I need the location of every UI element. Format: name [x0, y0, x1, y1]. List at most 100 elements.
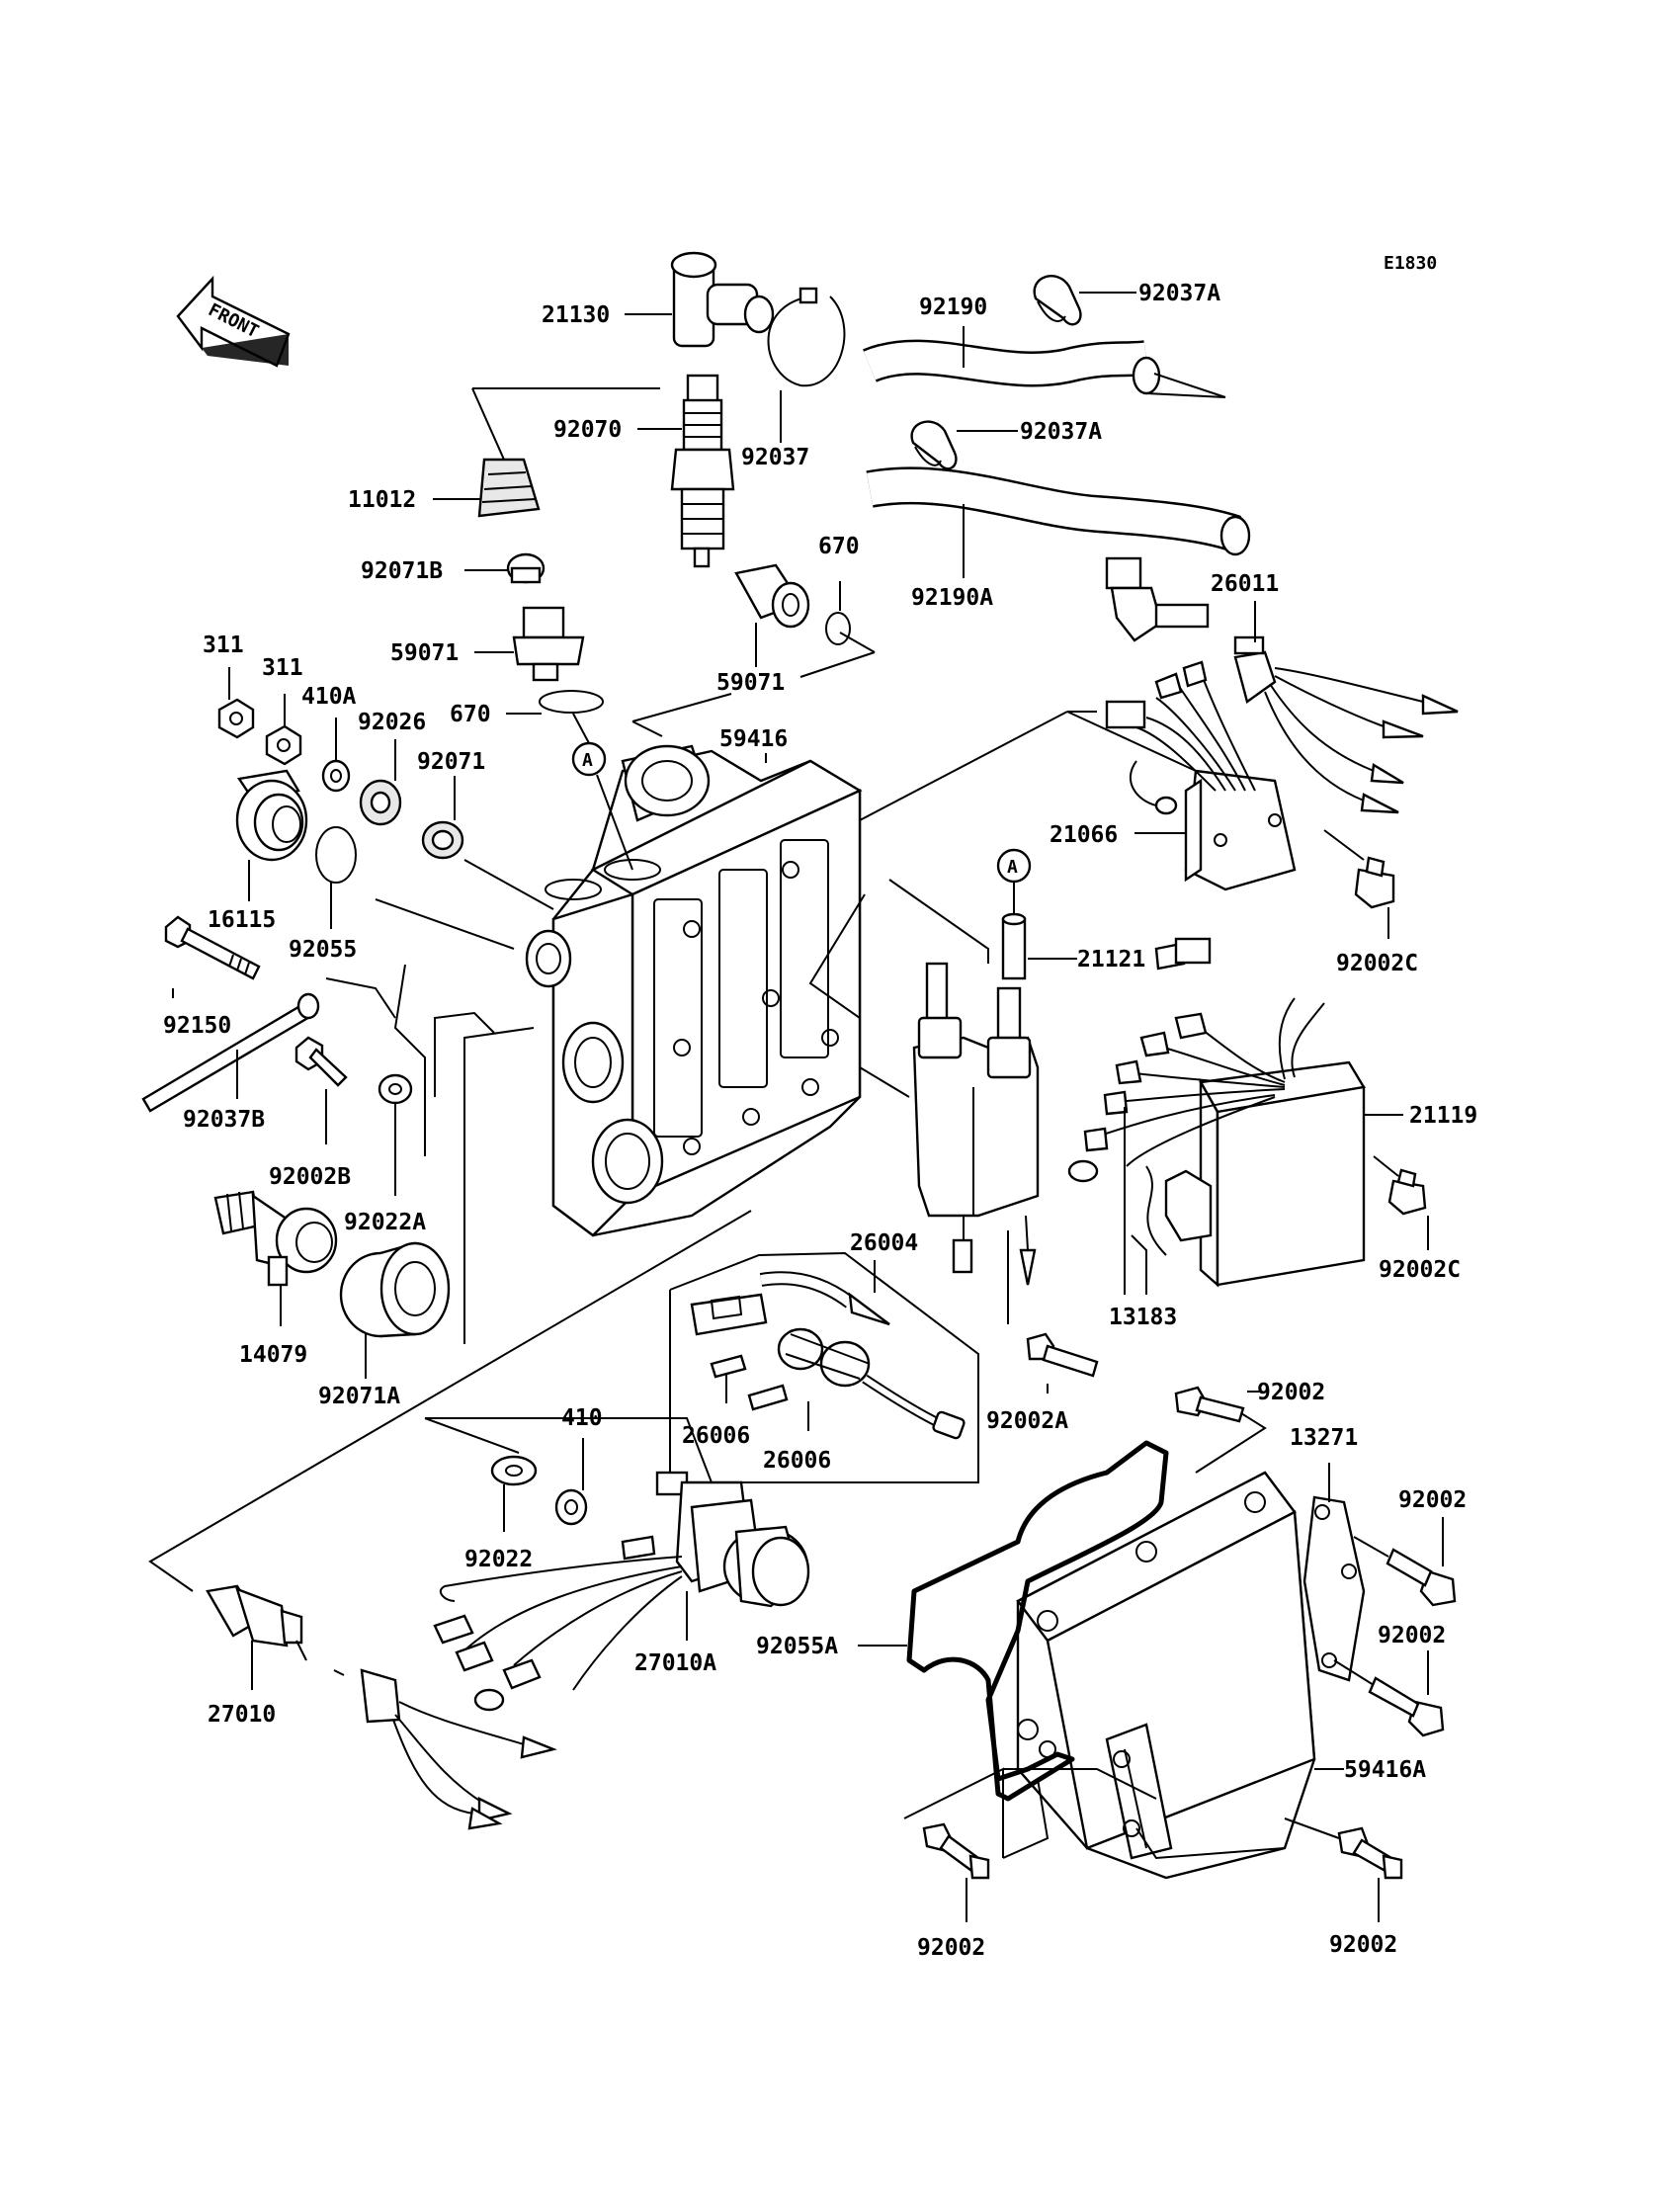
strap-92037B-part — [141, 992, 320, 1113]
bolt-92002-c-part — [1368, 1676, 1445, 1737]
label-92037A-top: 92037A — [1138, 281, 1220, 306]
bolt-92002-b-part — [1386, 1548, 1457, 1607]
sensor-14079-part — [213, 1190, 338, 1287]
label-410: 410 — [561, 1405, 603, 1431]
label-21121: 21121 — [1077, 947, 1145, 972]
svg-text:A: A — [582, 750, 593, 771]
nut-311-a-part — [217, 698, 255, 739]
label-410A: 410A — [301, 684, 357, 710]
clamp-92037A-mid-part — [910, 420, 958, 470]
label-311-a: 311 — [203, 633, 244, 658]
bolt-92002C-bottom-part — [1387, 1168, 1427, 1216]
callout-a-left: A — [571, 741, 607, 777]
label-26004: 26004 — [850, 1230, 918, 1256]
label-14079: 14079 — [239, 1342, 307, 1368]
label-13183: 13183 — [1109, 1305, 1177, 1330]
label-92022: 92022 — [464, 1547, 533, 1572]
label-92055: 92055 — [289, 937, 357, 963]
tube-21121-part — [1001, 912, 1027, 980]
clamp-92037A-top-part — [1033, 275, 1082, 326]
label-92002B: 92002B — [269, 1164, 351, 1190]
label-92190: 92190 — [919, 295, 987, 320]
band-clip-part — [767, 287, 846, 387]
washer-92022-part — [490, 1455, 538, 1486]
label-92037B: 92037B — [183, 1107, 265, 1133]
label-92002C-top: 92002C — [1336, 951, 1418, 976]
bolt-92002-a-part — [1174, 1386, 1245, 1423]
label-21130: 21130 — [542, 302, 610, 328]
label-26006-b: 26006 — [763, 1448, 831, 1474]
fuse-holder-26004-part — [690, 1271, 966, 1440]
spark-plug-cap-part — [670, 251, 775, 348]
label-670-mid: 670 — [450, 702, 491, 727]
label-59416A: 59416A — [1344, 1757, 1426, 1783]
washer-92022A-part — [378, 1073, 413, 1105]
label-21066: 21066 — [1050, 822, 1118, 848]
label-11012: 11012 — [348, 487, 416, 513]
sleeve-92071A-part — [339, 1241, 451, 1338]
plate-13271-part — [1302, 1495, 1366, 1682]
label-92002-d: 92002 — [917, 1935, 985, 1961]
fitting-59071-right-part — [734, 563, 810, 629]
callout-a-right: A — [996, 848, 1032, 884]
bolt-92002B-part — [294, 1036, 348, 1087]
bolt-92002A-part — [1026, 1332, 1099, 1378]
bolt-92002-d-part — [922, 1822, 990, 1880]
label-26006-a: 26006 — [682, 1423, 750, 1449]
switch-27010A-part — [433, 1471, 810, 1712]
sensor-27010-part — [206, 1584, 557, 1830]
label-21119: 21119 — [1409, 1103, 1477, 1129]
cover-59416A-part — [1016, 1471, 1316, 1880]
label-92071B: 92071B — [361, 558, 443, 584]
label-59071-right: 59071 — [716, 670, 785, 696]
label-59071-left: 59071 — [390, 640, 459, 666]
label-670-top: 670 — [818, 534, 860, 559]
label-92002-e: 92002 — [1329, 1932, 1397, 1958]
ignition-coil-part — [912, 962, 1040, 1286]
label-92055A: 92055A — [756, 1634, 838, 1659]
cap-92071-part — [421, 820, 464, 860]
label-16115: 16115 — [208, 907, 276, 933]
bolt-92150-part — [164, 915, 261, 980]
label-92037: 92037 — [741, 445, 809, 470]
label-13271: 13271 — [1290, 1425, 1358, 1451]
spark-plug-part — [670, 374, 735, 568]
label-26011: 26011 — [1211, 571, 1279, 597]
label-92002-b: 92002 — [1398, 1487, 1467, 1513]
label-92070: 92070 — [553, 417, 622, 443]
svg-text:A: A — [1007, 857, 1018, 878]
front-arrow-icon: FRONT — [176, 275, 291, 368]
label-92002A: 92002A — [986, 1408, 1068, 1434]
label-59416: 59416 — [719, 726, 788, 752]
gasket-92055A-part — [906, 1440, 1169, 1802]
label-27010: 27010 — [208, 1702, 276, 1728]
nut-311-b-part — [265, 724, 302, 766]
hose-92190-part — [863, 339, 1161, 395]
o-ring-92055-part — [315, 826, 357, 884]
diagram-code: E1830 — [1384, 253, 1437, 274]
plug-92071B-part — [506, 552, 546, 584]
label-92037A-mid: 92037A — [1020, 419, 1102, 445]
label-92150: 92150 — [163, 1013, 231, 1039]
ecu-21119-part — [1067, 937, 1366, 1288]
o-ring-670-top-part — [825, 612, 851, 645]
boot-11012-part — [477, 458, 541, 518]
label-92002-a: 92002 — [1257, 1380, 1325, 1405]
label-92071A: 92071A — [318, 1384, 400, 1409]
hose-92190A-part — [866, 466, 1251, 556]
label-92071: 92071 — [417, 749, 485, 775]
label-92002C-bottom: 92002C — [1379, 1257, 1461, 1283]
regulator-21066-part — [1105, 660, 1297, 891]
washer-410-part — [554, 1488, 588, 1526]
connector-26011-part — [1105, 556, 1459, 814]
fitting-16115-part — [235, 769, 308, 862]
fitting-59071-left-part — [512, 606, 585, 682]
label-92002-c: 92002 — [1378, 1623, 1446, 1648]
label-27010A: 27010A — [634, 1650, 716, 1676]
grommet-92026-part — [359, 779, 402, 826]
washer-410A-part — [321, 759, 351, 793]
o-ring-670-mid-part — [539, 690, 604, 714]
label-92022A: 92022A — [344, 1210, 426, 1235]
label-92026: 92026 — [358, 710, 426, 735]
